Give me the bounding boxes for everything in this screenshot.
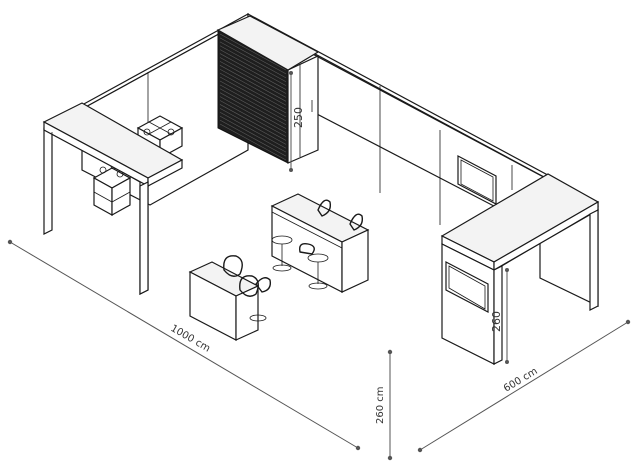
left-front-wall — [42, 102, 184, 295]
slat-line — [219, 45, 287, 83]
slat-line — [219, 115, 287, 153]
slat-line — [219, 123, 287, 161]
wall-height-dimension: 260 — [490, 268, 509, 364]
slat-line — [219, 96, 287, 133]
slat-line — [219, 37, 287, 75]
slat-line — [219, 119, 287, 157]
slat-line — [219, 72, 287, 110]
slat-line — [219, 65, 287, 102]
tv-screen-front — [445, 261, 489, 313]
slat-line — [219, 41, 287, 79]
tv-screen-back — [457, 155, 497, 205]
slat-line — [219, 104, 287, 141]
wall-height-label: 260 — [490, 311, 503, 332]
storage-slats — [219, 33, 287, 161]
storage-height-dimension: 250 — [289, 71, 305, 172]
slat-line — [219, 61, 287, 98]
slat-line — [219, 80, 287, 118]
slat-line — [219, 111, 287, 149]
slat-line — [219, 33, 287, 71]
slat-line — [219, 57, 287, 94]
slat-line — [219, 53, 287, 90]
reception-chairs — [223, 255, 272, 322]
storage-height-label: 250 — [292, 107, 305, 128]
slat-line — [219, 76, 287, 114]
slat-line — [219, 84, 287, 122]
slat-line — [219, 92, 287, 129]
slat-line — [219, 68, 287, 106]
bar-counter — [270, 193, 370, 293]
height-dimension: 260 cm — [375, 349, 393, 461]
storage-room — [216, 15, 320, 164]
length-label: 1000 cm — [169, 323, 212, 354]
slat-line — [219, 88, 287, 126]
slat-line — [219, 49, 287, 86]
reception-counter — [188, 261, 260, 341]
bar-stools — [271, 199, 364, 290]
slat-line — [219, 108, 287, 145]
height-label: 260 cm — [375, 386, 386, 424]
slat-line — [219, 100, 287, 137]
